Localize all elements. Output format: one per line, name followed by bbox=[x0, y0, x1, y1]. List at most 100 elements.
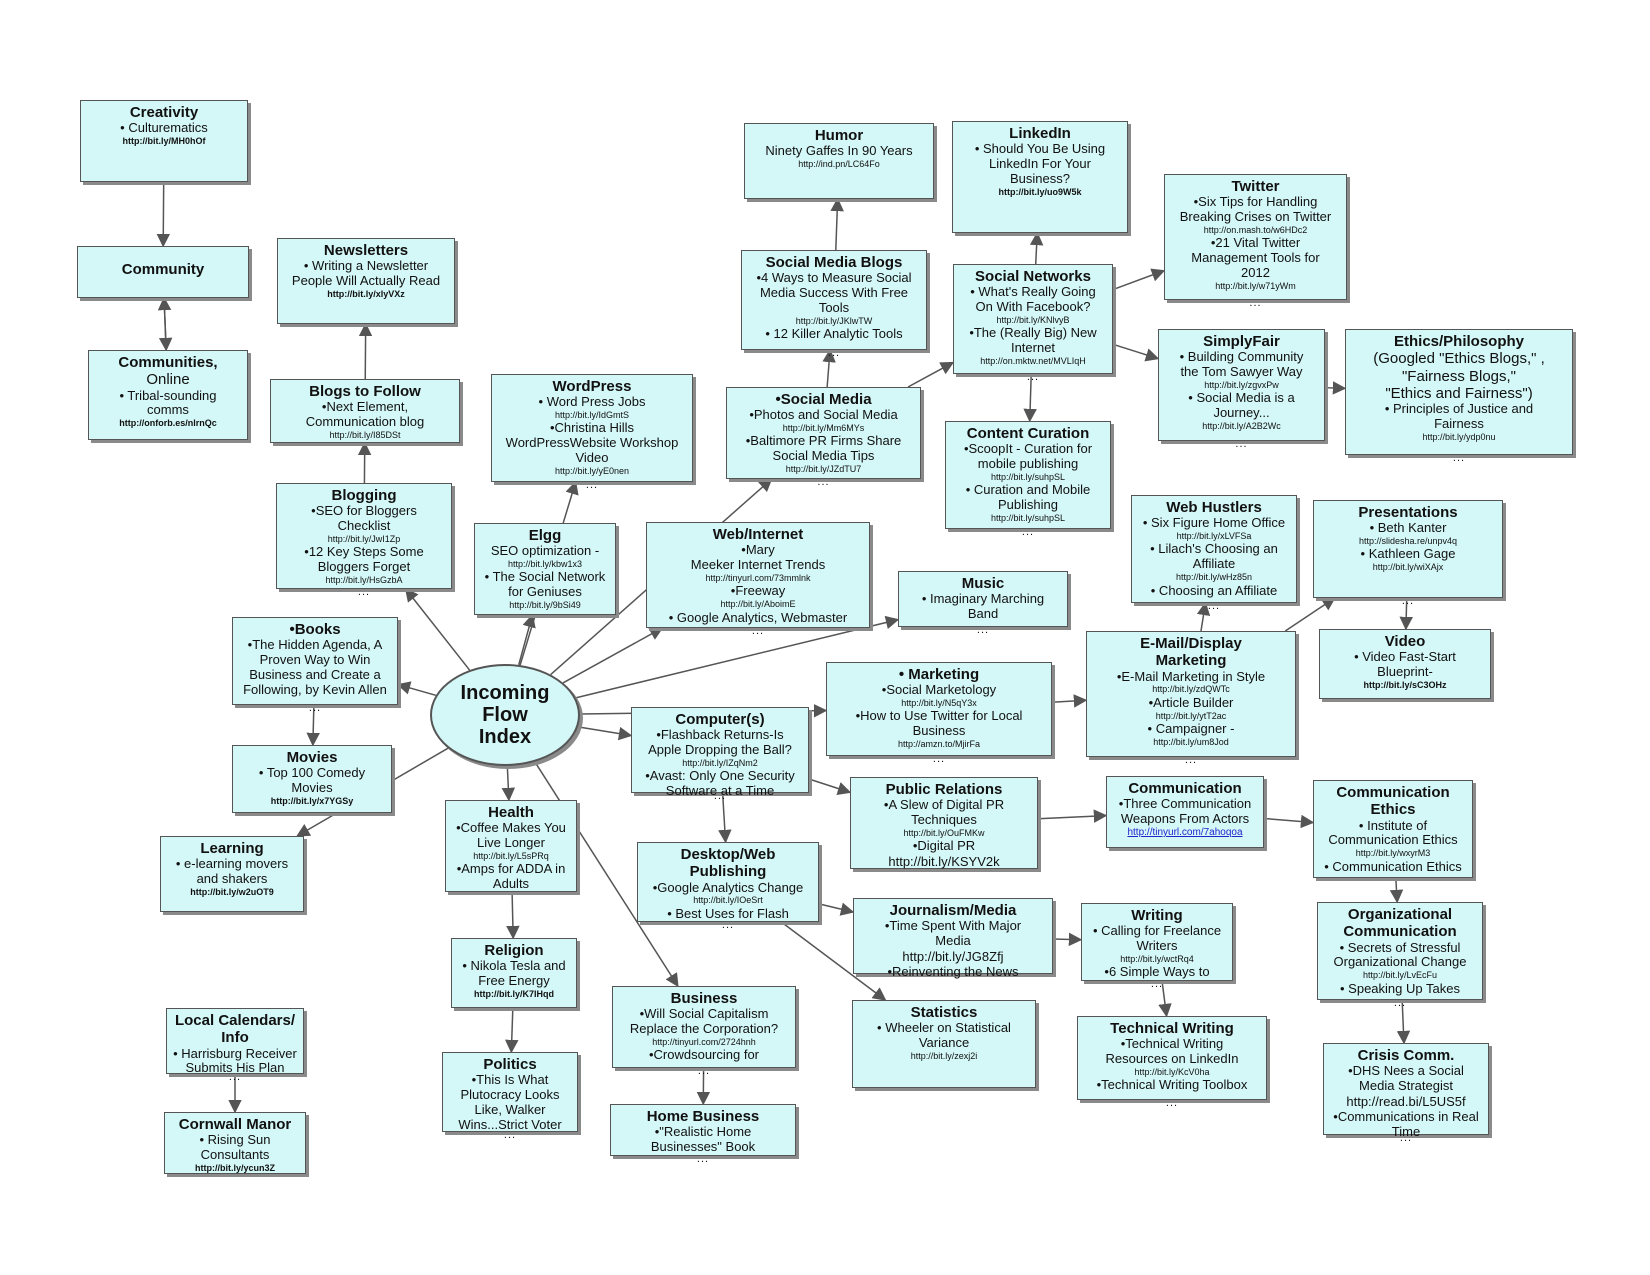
node-url[interactable]: http://ind.pn/LC64Fo bbox=[798, 159, 880, 170]
node-url[interactable]: http://bit.ly/Mm6MYs bbox=[782, 423, 865, 434]
node-url[interactable]: http://bit.ly/kbw1x3 bbox=[507, 559, 583, 570]
node-url[interactable]: http://bit.ly/uo9W5k bbox=[998, 187, 1082, 198]
node-url[interactable]: http://bit.ly/N5qY3x bbox=[901, 698, 977, 709]
node-url[interactable]: http://bit.ly/x7YGSy bbox=[270, 796, 354, 807]
more-indicator[interactable]: ... bbox=[503, 1129, 517, 1141]
more-indicator[interactable]: ... bbox=[713, 790, 727, 802]
hub-incoming-flow-index[interactable]: Incoming Flow Index bbox=[430, 664, 580, 766]
node-url[interactable]: http://bit.ly/KNlvyB bbox=[996, 315, 1070, 326]
node-url[interactable]: http://on.mktw.net/MVLIqH bbox=[980, 356, 1086, 367]
node-url[interactable]: http://bit.ly/KcV0ha bbox=[1134, 1067, 1210, 1078]
more-indicator[interactable]: ... bbox=[817, 476, 830, 488]
node-url[interactable]: http://bit.ly/MH0hOf bbox=[122, 136, 206, 147]
node-url[interactable]: http://bit.ly/A2B2Wc bbox=[1202, 421, 1281, 432]
node-url[interactable]: http://onforb.es/nlrnQc bbox=[119, 418, 217, 429]
node-local-calendars-info[interactable]: Local Calendars/ Info• Harrisburg Receiv… bbox=[166, 1008, 304, 1083]
node-url[interactable]: http://on.mash.to/w6HDc2 bbox=[1203, 225, 1308, 236]
node-url[interactable]: http://bit.ly/JwI1Zp bbox=[327, 534, 401, 545]
more-indicator[interactable]: ... bbox=[827, 347, 841, 359]
node-organizational-communication[interactable]: Organizational Communication• Secrets of… bbox=[1317, 902, 1483, 1009]
node-desktop-web-publishing[interactable]: Desktop/Web Publishing•Google Analytics … bbox=[637, 842, 819, 931]
node-url[interactable]: http://bit.ly/suhpSL bbox=[990, 472, 1066, 483]
node-url[interactable]: http://bit.ly/K7IHqd bbox=[474, 989, 554, 1000]
more-indicator[interactable]: ... bbox=[1235, 438, 1248, 450]
node-url[interactable]: http://bit.ly/9bSi49 bbox=[509, 600, 581, 611]
node-url[interactable]: http://bit.ly/suhpSL bbox=[990, 513, 1066, 524]
node-url[interactable]: http://bit.ly/HsGzbA bbox=[325, 575, 403, 586]
node-url[interactable]: http://bit.ly/wctRq4 bbox=[1120, 954, 1194, 965]
node-url[interactable]: http://bit.ly/zgvxPw bbox=[1204, 380, 1279, 391]
node-url[interactable]: http://bit.ly/JG8Zfj bbox=[902, 949, 1004, 965]
node-blogs-to-follow[interactable]: Blogs to Follow•Next Element,Communicati… bbox=[270, 379, 460, 443]
node-url[interactable]: http://bit.ly/zdQWTc bbox=[1152, 684, 1230, 695]
node-ethics-philosophy[interactable]: Ethics/Philosophy(Googled "Ethics Blogs,… bbox=[1345, 329, 1573, 464]
node-url[interactable]: http://bit.ly/L5sPRq bbox=[473, 851, 549, 862]
more-indicator[interactable]: ... bbox=[751, 625, 765, 637]
node-url[interactable]: http://bit.ly/ytT2ac bbox=[1155, 710, 1227, 721]
node-url[interactable]: http://bit.ly/wHz85n bbox=[1175, 572, 1253, 583]
node-url[interactable]: http://bit.ly/ydp0nu bbox=[1422, 431, 1496, 442]
node-url[interactable]: http://bit.ly/w2uOT9 bbox=[190, 887, 274, 898]
node-url[interactable]: http://bit.ly/xlyVXz bbox=[327, 289, 405, 300]
more-indicator[interactable]: ... bbox=[932, 753, 946, 765]
node-url[interactable]: http://bit.ly/sC3OHz bbox=[1363, 680, 1447, 691]
node-url[interactable]: http://bit.ly/wxyrM3 bbox=[1355, 848, 1431, 859]
node-url[interactable]: http://bit.ly/AboimE bbox=[720, 599, 796, 610]
more-indicator[interactable]: ... bbox=[1207, 600, 1221, 612]
node-url[interactable]: http://bit.ly/I85DSt bbox=[329, 430, 401, 441]
more-indicator[interactable]: ... bbox=[357, 586, 371, 598]
node-url[interactable]: http://bit.ly/wiXAjx bbox=[1372, 562, 1444, 573]
node-url[interactable]: http://amzn.to/MjirFa bbox=[897, 739, 981, 750]
node-url[interactable]: http://bit.ly/JZdTU7 bbox=[785, 464, 862, 475]
node-url[interactable]: http://read.bi/L5US5f bbox=[1346, 1094, 1466, 1110]
more-indicator[interactable]: ... bbox=[721, 919, 735, 931]
more-indicator[interactable]: ... bbox=[1021, 526, 1035, 538]
more-indicator[interactable]: ... bbox=[1150, 978, 1164, 990]
node-url[interactable]: http://bit.ly/xLVFSa bbox=[1176, 531, 1252, 542]
more-indicator[interactable]: ... bbox=[1401, 595, 1415, 607]
more-indicator[interactable]: ... bbox=[308, 702, 322, 714]
node-url[interactable]: http://bit.ly/IZqNm2 bbox=[682, 758, 758, 769]
node-url[interactable]: http://bit.ly/um8Jod bbox=[1153, 736, 1229, 747]
more-indicator[interactable]: ... bbox=[228, 1071, 242, 1083]
more-indicator[interactable]: ... bbox=[1165, 1097, 1179, 1109]
node-social-media-blogs[interactable]: Social Media Blogs•4 Ways to Measure Soc… bbox=[741, 250, 927, 359]
node-url[interactable]: http://bit.ly/JKlwTW bbox=[795, 316, 873, 327]
node-url[interactable]: http://tinyurl.com/73mmlnk bbox=[705, 573, 811, 584]
node-url[interactable]: http://bit.ly/IdGmtS bbox=[554, 410, 630, 421]
node-url[interactable]: http://bit.ly/LvEcFu bbox=[1362, 970, 1438, 981]
more-indicator[interactable]: ... bbox=[1399, 1132, 1413, 1144]
more-indicator[interactable]: ... bbox=[697, 1065, 711, 1077]
